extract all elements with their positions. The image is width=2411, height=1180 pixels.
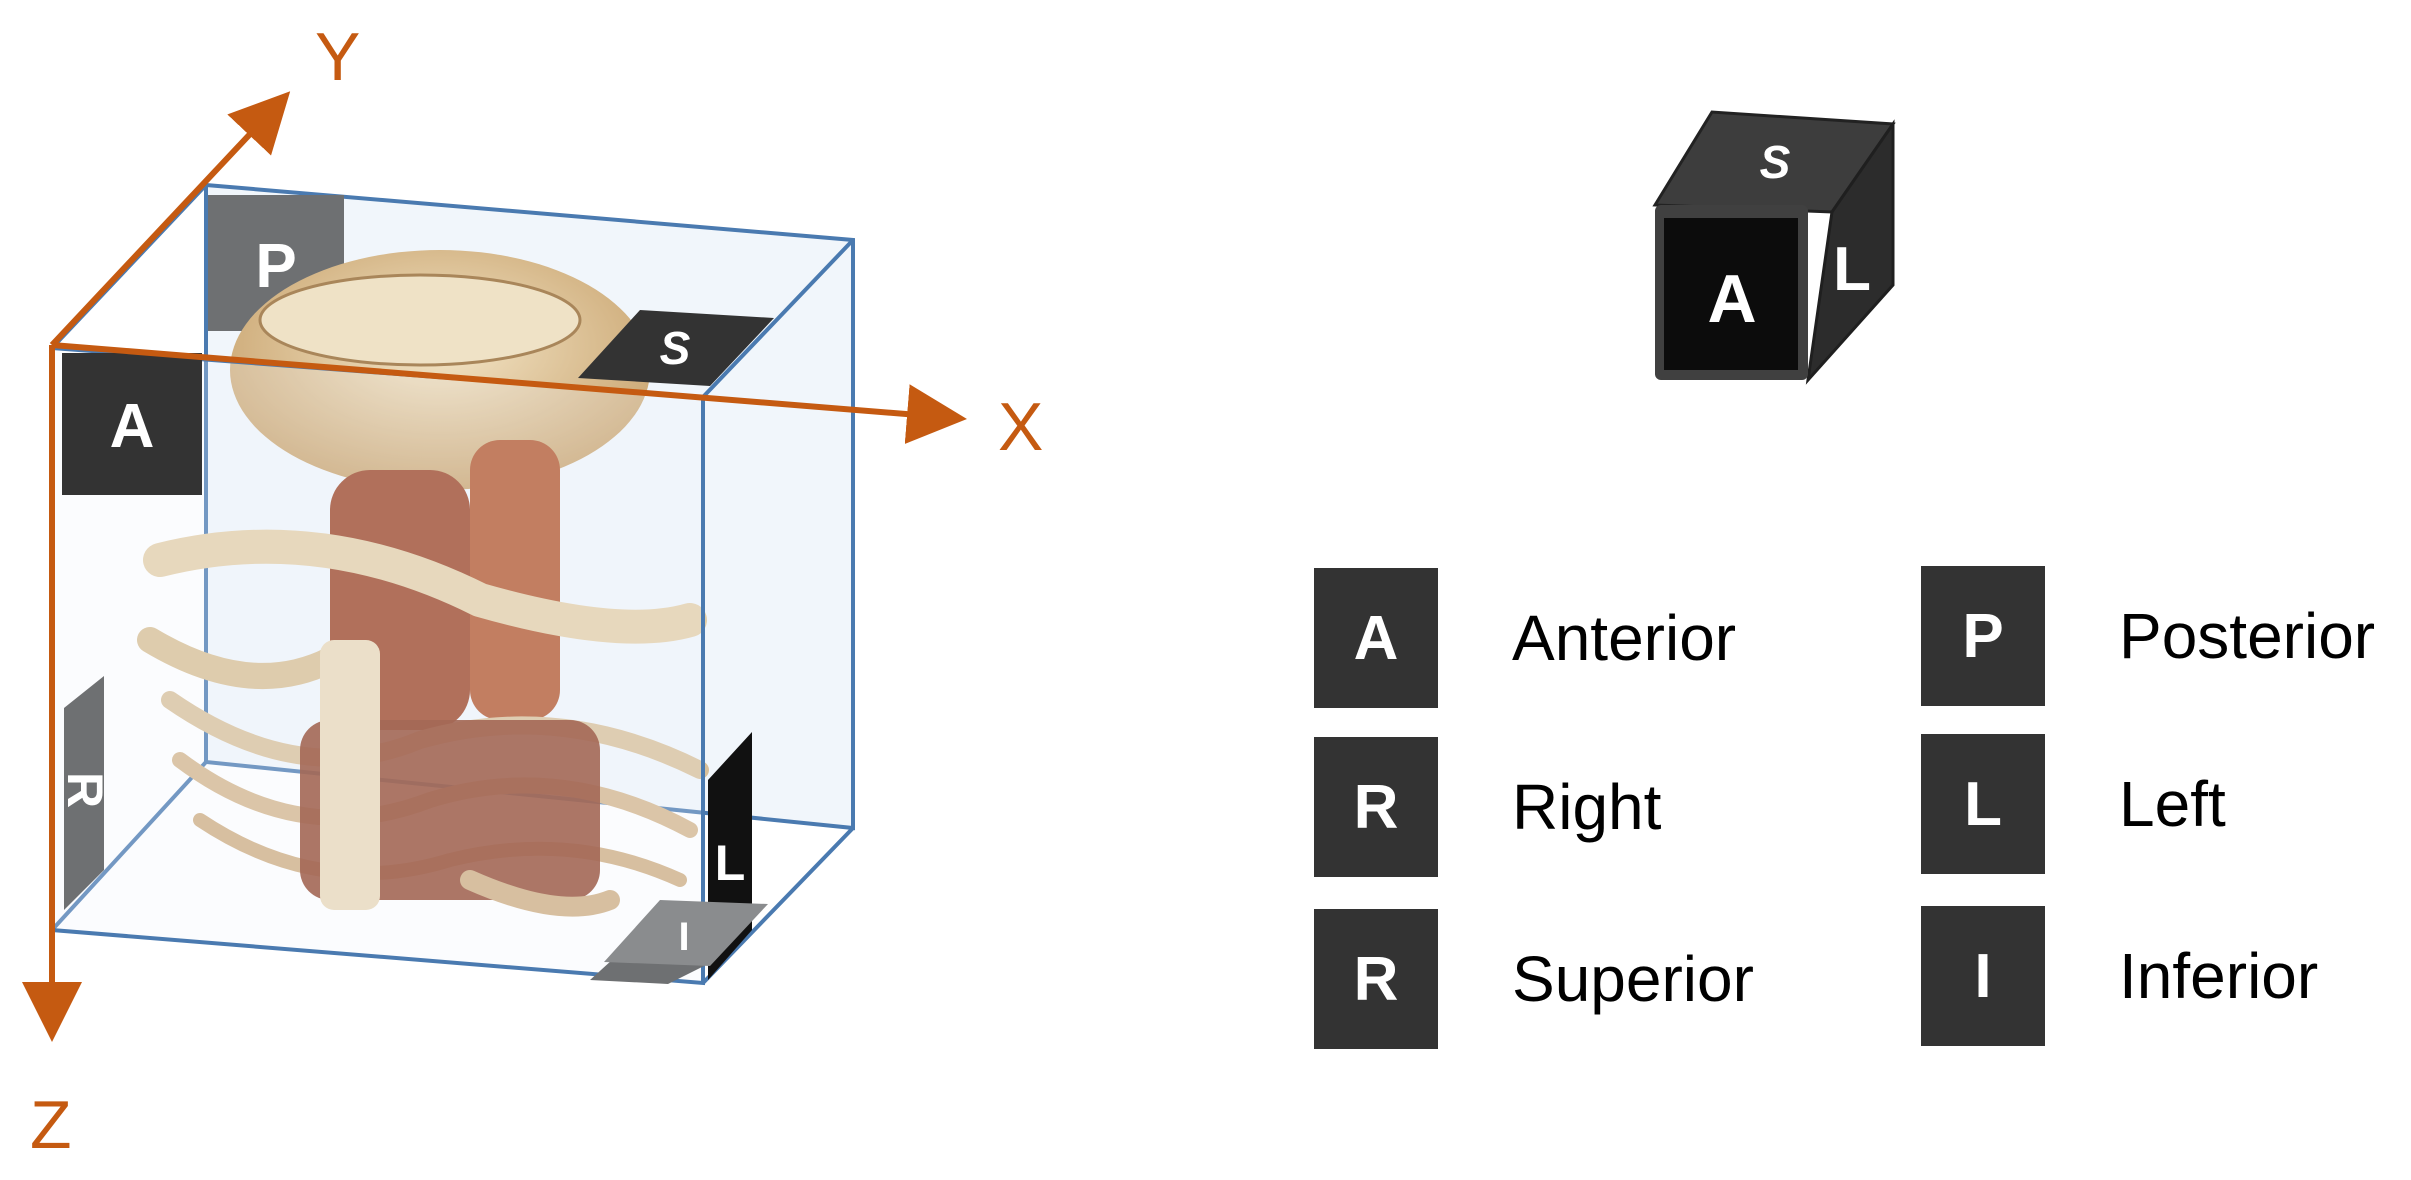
volume-box: P S A — [50, 182, 855, 986]
x-axis-label: X — [998, 389, 1043, 465]
legend-item-right: R Right — [1314, 737, 1661, 877]
box-edge — [50, 760, 208, 932]
left-face-letter: L — [715, 835, 746, 891]
z-axis-label: Z — [30, 1087, 72, 1163]
x-axis-arrow — [51, 342, 967, 445]
legend-label: Left — [2119, 768, 2226, 840]
legend-label: Superior — [1512, 943, 1754, 1015]
anterior-face-letter: A — [110, 392, 155, 461]
orientation-cube: A S L — [1652, 110, 1896, 385]
cube-top-letter: S — [1760, 136, 1791, 188]
legend-tile: P — [1921, 566, 2045, 706]
cube-front-letter: A — [1707, 261, 1756, 337]
legend-tile: A — [1314, 568, 1438, 708]
y-axis-arrow — [49, 91, 291, 348]
legend-item-posterior: P Posterior — [1921, 566, 2375, 706]
legend-label: Inferior — [2119, 940, 2319, 1012]
right-face-letter: R — [57, 772, 113, 808]
superior-face-tile: S — [578, 310, 774, 386]
box-edge — [701, 238, 855, 399]
cube-side-face — [1805, 119, 1895, 385]
superior-face-letter: S — [660, 322, 691, 374]
legend-item-superior: R Superior — [1314, 909, 1754, 1049]
legend-label: Anterior — [1512, 602, 1737, 674]
legend-label: Posterior — [2119, 600, 2376, 672]
inferior-face-letter: I — [678, 915, 689, 959]
y-axis-label: Y — [315, 19, 360, 95]
legend-item-left: L Left — [1921, 734, 2226, 874]
axes: Y X Z — [22, 19, 1043, 1163]
legend-tile: I — [1921, 906, 2045, 1046]
cube-side-letter: L — [1833, 235, 1871, 304]
legend-tile: L — [1921, 734, 2045, 874]
legend-tile: R — [1314, 909, 1438, 1049]
volume-render-image — [137, 250, 709, 917]
legend-item-anterior: A Anterior — [1314, 568, 1736, 708]
inferior-face-tile: I — [590, 900, 768, 984]
legend-tile: R — [1314, 737, 1438, 877]
legend-item-inferior: I Inferior — [1921, 906, 2318, 1046]
anterior-face-tile: A — [62, 353, 202, 495]
legend-label: Right — [1512, 771, 1662, 843]
right-face-tile: R — [57, 676, 113, 910]
